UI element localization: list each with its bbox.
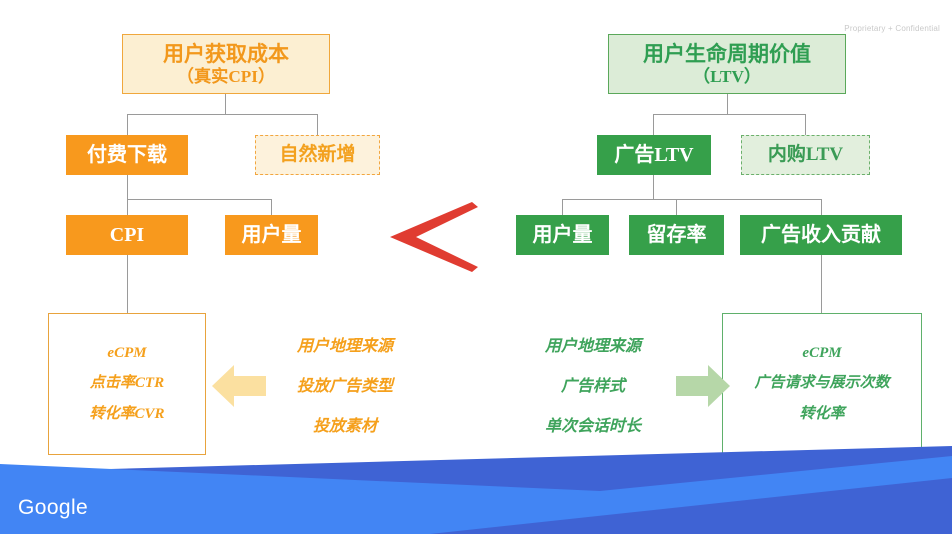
right-node-ad-revenue-contribution[interactable]: 广告收入贡献	[740, 215, 902, 255]
left-driver-adtype: 投放广告类型	[296, 378, 393, 395]
right-connector-to-ad-ltv	[653, 114, 655, 135]
right-node-ad-ltv[interactable]: 广告LTV	[597, 135, 711, 175]
right-driver-adformat: 广告样式	[560, 378, 625, 395]
left-connector-title-stem	[225, 94, 227, 114]
right-title-line2: （LTV）	[692, 66, 762, 86]
chevron-left-icon	[390, 202, 478, 272]
right-connector-to-users	[562, 199, 564, 215]
right-connector-level2-bus	[653, 114, 805, 116]
right-connector-to-iap-ltv	[805, 114, 807, 135]
right-metric-cvr: 转化率	[799, 405, 845, 422]
left-connector-level2-bus	[127, 114, 317, 116]
arrow-left-icon	[212, 361, 266, 411]
google-logo: Google	[18, 496, 89, 519]
left-metric-ecpm: eCPM	[107, 345, 147, 362]
left-metric-cvr: 转化率CVR	[89, 405, 165, 422]
left-driver-creative: 投放素材	[312, 418, 377, 435]
footer-banner: Google	[0, 434, 952, 534]
left-metric-ctr: 点击率CTR	[89, 375, 165, 392]
left-connector-paid-stem	[127, 175, 129, 199]
right-title-line1: 用户生命周期价值	[643, 41, 811, 66]
left-metrics-panel: eCPM 点击率CTR 转化率CVR	[48, 313, 206, 455]
footer-shapes	[0, 446, 952, 534]
right-connector-adrev-to-panel	[821, 255, 823, 313]
right-node-iap-ltv[interactable]: 内购LTV	[741, 135, 870, 175]
left-connector-cpi-to-panel	[127, 255, 129, 313]
right-node-retention-rate[interactable]: 留存率	[629, 215, 724, 255]
left-driver-geo: 用户地理来源	[296, 338, 393, 355]
left-connector-level3-bus	[127, 199, 272, 201]
right-metric-ecpm: eCPM	[802, 345, 842, 362]
left-connector-to-cpi	[127, 199, 129, 215]
left-node-organic-growth[interactable]: 自然新增	[255, 135, 380, 175]
right-metric-requests: 广告请求与展示次数	[754, 375, 890, 392]
right-connector-title-stem	[727, 94, 729, 114]
left-title-line2: （真实CPI）	[176, 66, 276, 86]
left-title-line1: 用户获取成本	[163, 41, 289, 66]
right-node-user-volume[interactable]: 用户量	[516, 215, 609, 255]
right-connector-adltv-stem	[653, 175, 655, 199]
left-node-user-volume[interactable]: 用户量	[225, 215, 318, 255]
right-connector-level3-bus	[562, 199, 822, 201]
left-connector-to-users	[271, 199, 273, 215]
left-driver-list: 用户地理来源 投放广告类型 投放素材	[270, 320, 420, 448]
right-driver-list: 用户地理来源 广告样式 单次会话时长	[518, 320, 668, 448]
confidential-label: Proprietary + Confidential	[844, 24, 940, 33]
left-title-box: 用户获取成本 （真实CPI）	[122, 34, 330, 94]
right-driver-session: 单次会话时长	[544, 418, 641, 435]
left-node-cpi[interactable]: CPI	[66, 215, 188, 255]
right-title-box: 用户生命周期价值 （LTV）	[608, 34, 846, 94]
right-connector-to-adrev	[821, 199, 823, 215]
right-driver-geo: 用户地理来源	[544, 338, 641, 355]
left-connector-to-paid	[127, 114, 129, 135]
arrow-right-icon	[676, 361, 730, 411]
right-connector-to-retention	[676, 199, 678, 215]
left-node-paid-download[interactable]: 付费下载	[66, 135, 188, 175]
left-connector-to-organic	[317, 114, 319, 135]
